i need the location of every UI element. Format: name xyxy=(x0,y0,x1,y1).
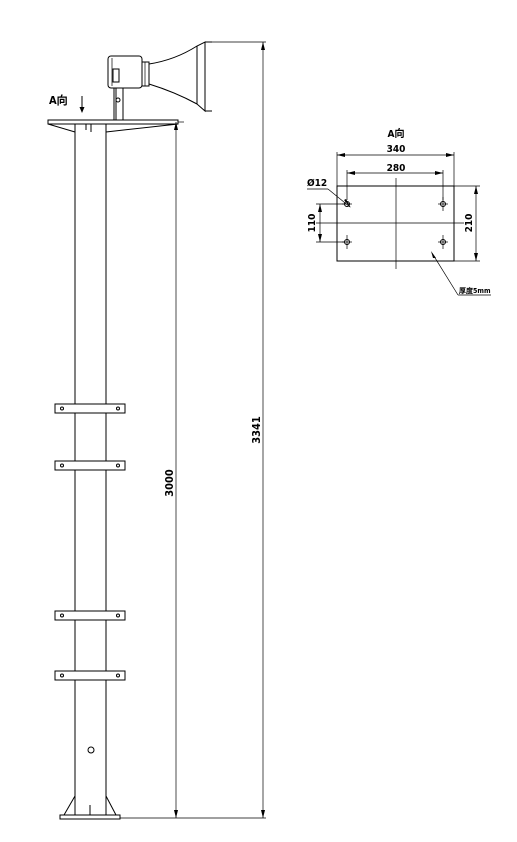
base-plate xyxy=(59,814,121,820)
view-a-label-main: A向 xyxy=(49,93,68,107)
access-hole xyxy=(87,746,95,754)
dimension-hole-spacing-height: 110 xyxy=(307,203,344,243)
thickness-label: 厚度5mm xyxy=(459,286,491,295)
horn-speaker xyxy=(107,41,212,113)
dimension-pole-height: 3000 xyxy=(120,121,184,819)
thickness-note: 厚度5mm xyxy=(431,251,491,296)
dimension-plate-width: 340 xyxy=(336,144,455,186)
clamp-bracket-3 xyxy=(54,610,126,621)
view-a-indicator: A向 xyxy=(49,93,85,113)
dimension-110-label: 110 xyxy=(307,214,318,233)
clamp-bracket-4 xyxy=(54,670,126,681)
pole-elevation: A向 3000 3341 xyxy=(47,41,266,820)
dimension-hole-spacing-width: 280 xyxy=(346,163,444,200)
dimension-3000-label: 3000 xyxy=(163,469,176,497)
top-flange-plate xyxy=(47,119,179,125)
clamp-bracket-2 xyxy=(54,460,126,471)
view-a-detail: A向 340 280 xyxy=(307,127,491,296)
hole-diameter-callout: Ø12 xyxy=(307,177,351,208)
dimension-280-label: 280 xyxy=(387,163,406,174)
dimension-3341-label: 3341 xyxy=(250,416,263,444)
dimension-total-height: 3341 xyxy=(184,41,266,819)
hole-diameter-label: Ø12 xyxy=(307,177,327,189)
dimension-210-label: 210 xyxy=(464,214,475,233)
view-a-label-detail: A向 xyxy=(388,127,405,140)
dimension-340-label: 340 xyxy=(387,144,406,155)
mounting-plate-outline xyxy=(336,185,455,262)
clamp-bracket-1 xyxy=(54,403,126,414)
dimension-plate-height: 210 xyxy=(454,185,480,262)
